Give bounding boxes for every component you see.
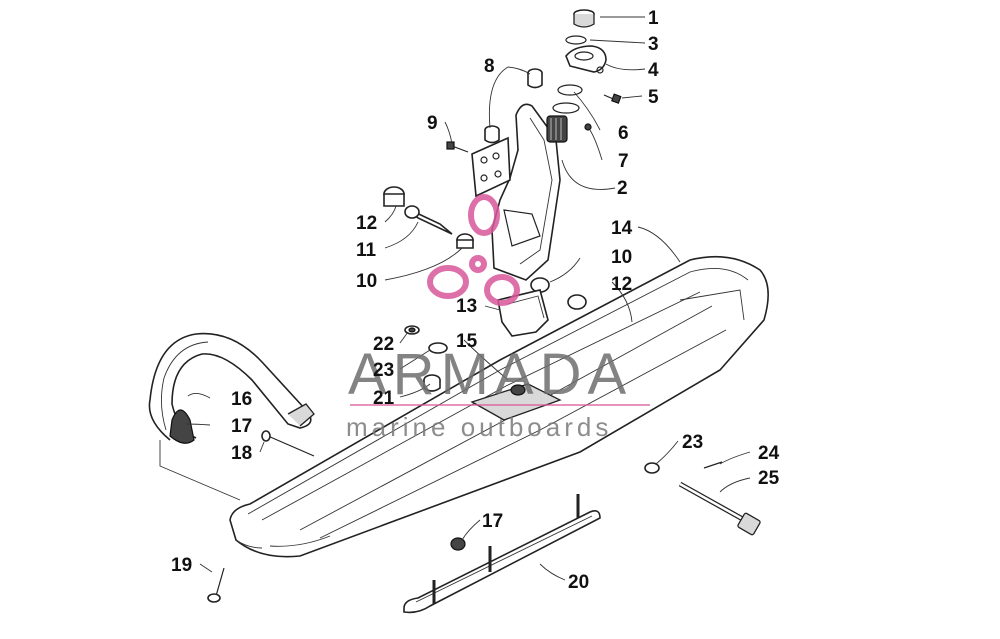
callout-25: 25	[758, 468, 780, 489]
callout-20: 20	[568, 572, 589, 593]
callout-12-right: 12	[611, 274, 632, 295]
washers	[552, 84, 583, 114]
bracket-bolt	[446, 141, 469, 153]
spacer-left	[456, 233, 474, 249]
callout-7: 7	[618, 151, 629, 172]
ski-handle	[148, 332, 315, 441]
callout-9: 9	[427, 113, 438, 134]
callout-17-upper: 17	[231, 416, 252, 437]
callout-8: 8	[484, 56, 495, 77]
callout-19: 19	[171, 555, 192, 576]
callout-2: 2	[617, 178, 628, 199]
callout-16: 16	[231, 389, 252, 410]
wear-bar	[403, 494, 601, 614]
spindle-bolt	[678, 481, 761, 536]
lower-bushing	[484, 125, 500, 144]
spindle	[491, 103, 592, 281]
callout-6: 6	[618, 123, 629, 144]
brand-watermark: ARMADA marine outboards	[346, 194, 650, 442]
ski-bolt-19	[207, 567, 225, 603]
washer-23-upper	[428, 342, 448, 354]
callout-5: 5	[648, 87, 659, 108]
upper-bushing	[527, 68, 543, 89]
nut-22	[404, 325, 420, 335]
watermark-subtitle: marine outboards	[346, 412, 612, 442]
sleeve	[404, 205, 453, 235]
callout-14: 14	[611, 218, 633, 239]
callout-4: 4	[648, 60, 659, 81]
handle-bolt-18	[261, 430, 315, 457]
callout-23-lower: 23	[682, 432, 703, 453]
cotter-pin	[703, 461, 723, 469]
callout-24: 24	[758, 443, 780, 464]
callout-12-left: 12	[356, 213, 377, 234]
callout-22: 22	[373, 334, 394, 355]
callout-10-right: 10	[611, 247, 632, 268]
callout-23-upper: 23	[373, 360, 394, 381]
watermark-title: ARMADA	[348, 342, 632, 407]
callout-15: 15	[456, 331, 478, 352]
clamp-bolt	[603, 93, 622, 104]
handle-cap-17	[169, 409, 195, 444]
steering-cap	[573, 9, 595, 28]
callout-21: 21	[373, 388, 395, 409]
leader-lines	[159, 16, 751, 581]
o-ring	[565, 35, 587, 45]
callout-1: 1	[648, 8, 659, 29]
callout-labels: 1 3 4 5 8 9 6 7 2 14 12 11 10 10 12 13 2…	[171, 8, 780, 593]
callout-3: 3	[648, 34, 659, 55]
callout-11: 11	[356, 240, 377, 261]
callout-18: 18	[231, 443, 252, 464]
callout-17-lower: 17	[482, 511, 503, 532]
callout-13: 13	[456, 296, 477, 317]
armada-logo-icon	[427, 194, 520, 306]
spacer-right	[530, 277, 587, 310]
left-bushing	[383, 186, 405, 207]
ski-pad-15	[470, 383, 562, 421]
nut-17	[450, 537, 466, 551]
washer-23-lower	[644, 462, 660, 474]
spindle-saddle	[497, 289, 549, 337]
callout-10-left: 10	[356, 271, 377, 292]
bracket-plate	[471, 136, 511, 198]
clamp	[565, 45, 607, 74]
